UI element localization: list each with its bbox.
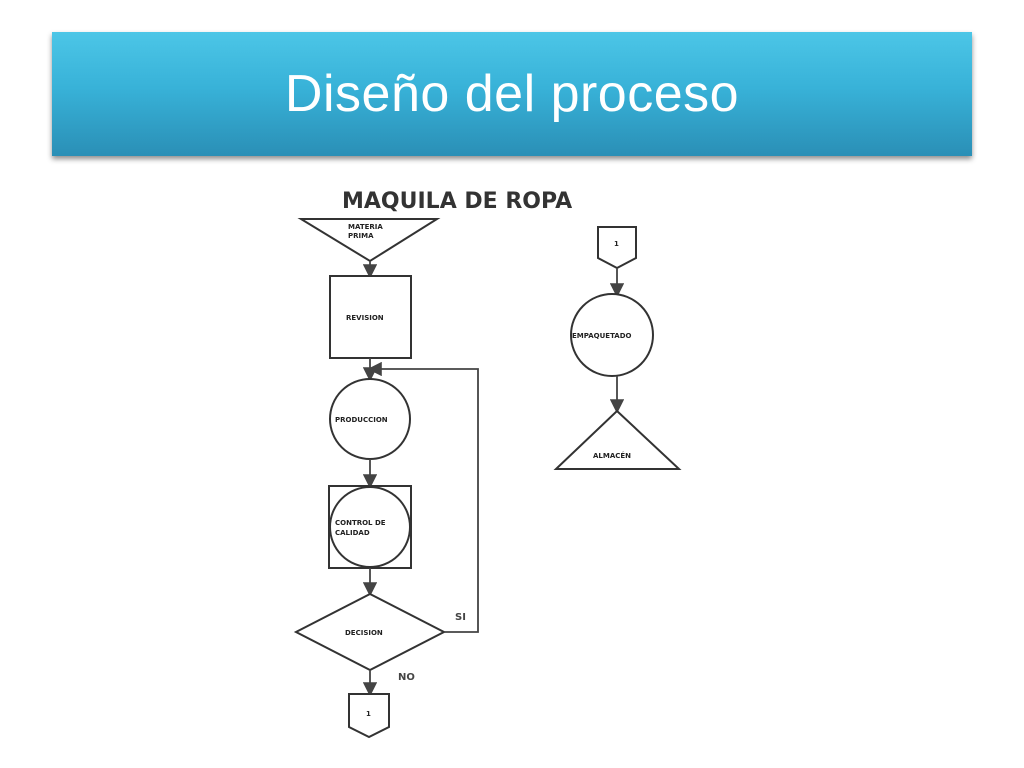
control-label-1: CONTROL DE xyxy=(335,519,386,527)
connector-out-node xyxy=(348,693,390,739)
control-calidad-node xyxy=(329,486,411,568)
empaquetado-node xyxy=(570,293,654,377)
revision-label: REVISION xyxy=(346,314,384,322)
materia-prima-label-1: MATERIA xyxy=(348,223,383,231)
edge-decision-si-loop xyxy=(367,361,479,633)
connector-in-node xyxy=(597,226,637,270)
materia-prima-node xyxy=(297,218,441,263)
almacen-label: ALMACÉN xyxy=(593,451,631,460)
produccion-label: PRODUCCION xyxy=(335,416,388,424)
control-label-2: CALIDAD xyxy=(335,529,370,537)
connector-out-label: 1 xyxy=(366,710,371,718)
no-label: NO xyxy=(398,672,415,683)
empaquetado-label: EMPAQUETADO xyxy=(572,332,632,340)
si-label: SI xyxy=(455,612,466,623)
slide-title: Diseño del proceso xyxy=(284,65,740,123)
almacen-node xyxy=(553,409,682,470)
materia-prima-label-2: PRIMA xyxy=(348,232,374,240)
revision-node xyxy=(329,275,412,359)
title-bar: Diseño del proceso xyxy=(52,32,972,156)
decision-label: DECISION xyxy=(345,629,383,637)
connector-in-label: 1 xyxy=(614,240,619,248)
diagram-heading: MAQUILA DE ROPA xyxy=(342,189,572,214)
